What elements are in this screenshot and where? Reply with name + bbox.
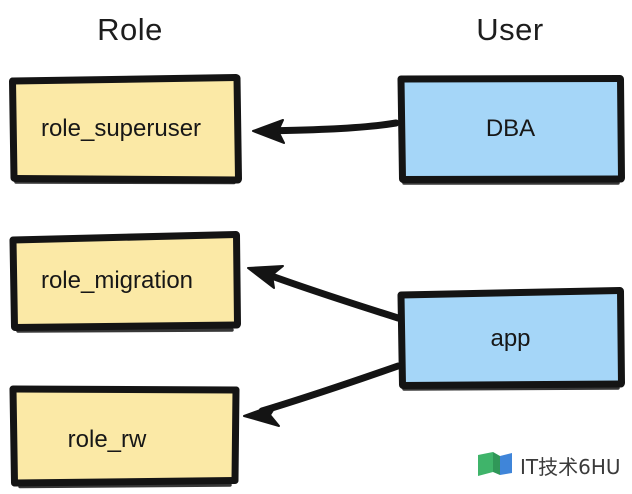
flag-logo-icon xyxy=(478,452,512,476)
node-shape-role-migration xyxy=(9,231,241,333)
watermark-text: IT技术6HU xyxy=(520,454,621,479)
node-role-superuser[interactable]: role_superuser xyxy=(9,74,242,185)
node-app[interactable]: app xyxy=(397,287,625,391)
node-shape-app xyxy=(397,287,625,391)
column-header-role: Role xyxy=(97,12,163,47)
node-shape-role-rw xyxy=(9,385,240,489)
edge-dba-to-role-superuser xyxy=(252,119,400,144)
node-dba[interactable]: DBA xyxy=(397,75,625,185)
node-shape-role-superuser xyxy=(9,74,242,185)
edge-app-to-role-rw xyxy=(243,362,402,427)
column-header-user: User xyxy=(476,12,544,47)
watermark: IT技术6HU xyxy=(476,450,621,480)
node-shape-dba xyxy=(397,75,625,185)
node-role-migration[interactable]: role_migration xyxy=(9,231,241,333)
node-role-rw[interactable]: role_rw xyxy=(9,385,240,489)
edge-app-to-role-migration xyxy=(247,265,402,322)
